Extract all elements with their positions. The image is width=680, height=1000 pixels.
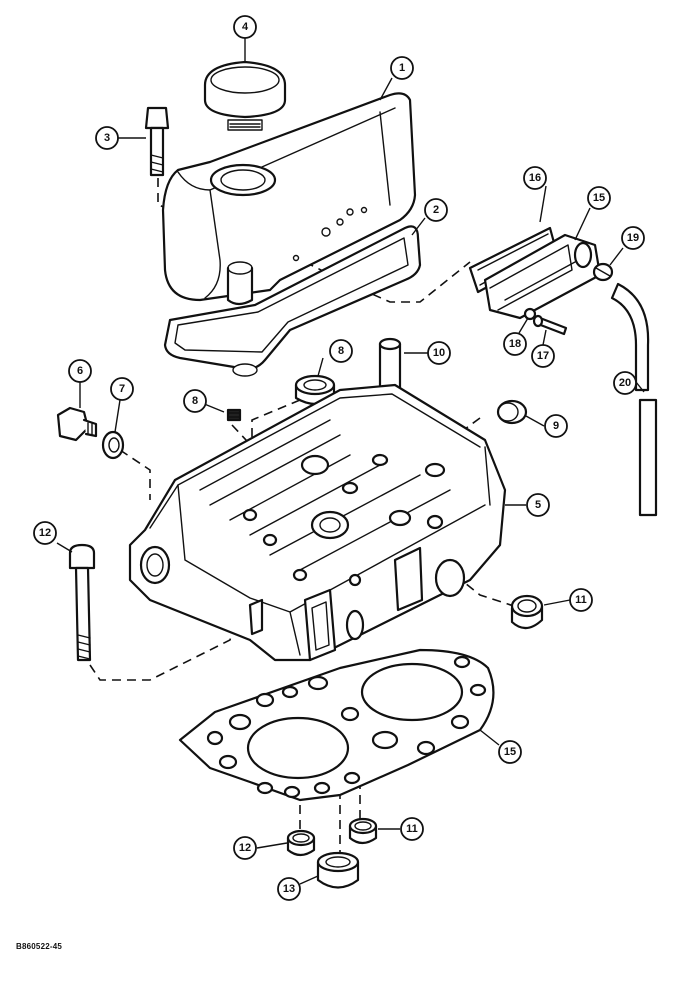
callout-17: 16 (523, 166, 547, 190)
valve-cover-gasket (163, 225, 422, 377)
svg-text:13: 13 (283, 883, 295, 895)
callout-5: 5 (526, 493, 550, 517)
svg-text:2: 2 (433, 204, 439, 216)
callout-14: 12 (33, 521, 57, 545)
callout-7: 7 (110, 377, 134, 401)
callout-18: 17 (531, 344, 555, 368)
svg-text:17: 17 (537, 350, 549, 362)
callout-3: 3 (95, 126, 119, 150)
callout-19: 18 (503, 332, 527, 356)
valve-cover (161, 92, 417, 306)
svg-text:7: 7 (119, 383, 125, 395)
oil-filler-cap (203, 60, 287, 131)
svg-text:15: 15 (593, 192, 605, 204)
svg-text:1: 1 (399, 62, 405, 74)
callout-9: 9 (544, 414, 568, 438)
callout-8-top: 8 (329, 339, 353, 363)
callout-2: 2 (424, 198, 448, 222)
callout-21: 20 (613, 371, 637, 395)
side-cover-screw (523, 307, 568, 336)
side-cover (483, 233, 602, 320)
svg-text:12: 12 (239, 842, 251, 854)
svg-text:9: 9 (553, 420, 559, 432)
svg-text:11: 11 (406, 823, 418, 835)
lower-seal-ring-11 (348, 817, 378, 845)
svg-text:20: 20 (619, 377, 631, 389)
cylinder-head-bolt (68, 543, 96, 662)
callout-20: 19 (621, 226, 645, 250)
svg-text:3: 3 (104, 132, 110, 144)
callout-16: 15 (587, 186, 611, 210)
callout-1: 1 (390, 56, 414, 80)
svg-text:10: 10 (433, 347, 445, 359)
callout-11-bottom: 11 (400, 817, 424, 841)
svg-text:6: 6 (77, 365, 83, 377)
svg-text:8: 8 (192, 395, 198, 407)
callout-12: 12 (233, 836, 257, 860)
combustion-sleeve (510, 594, 544, 630)
callout-10: 10 (427, 341, 451, 365)
svg-text:4: 4 (242, 21, 249, 33)
svg-text:19: 19 (627, 232, 639, 244)
lower-sleeve-13 (316, 851, 360, 889)
svg-text:12: 12 (39, 527, 51, 539)
callout-15: 15 (498, 740, 522, 764)
expansion-plug (496, 399, 528, 425)
svg-text:15: 15 (504, 746, 516, 758)
drain-plug (56, 406, 98, 442)
figure-reference-code: B860522-45 (16, 942, 63, 951)
callout-4: 4 (233, 15, 257, 39)
valve-cover-bolt (144, 106, 170, 177)
callout-8-left: 8 (183, 389, 207, 413)
hose-clamp (592, 262, 614, 282)
svg-text:8: 8 (338, 345, 344, 357)
callout-11-right: 11 (569, 588, 593, 612)
cylinder-head (128, 383, 507, 662)
svg-text:16: 16 (529, 172, 541, 184)
lower-seal-ring-12 (286, 829, 316, 857)
callout-13: 13 (277, 877, 301, 901)
svg-text:5: 5 (535, 499, 541, 511)
svg-text:11: 11 (575, 594, 587, 606)
breather-hose (610, 282, 658, 517)
sealing-washer (101, 430, 125, 460)
svg-text:18: 18 (509, 338, 521, 350)
cylinder-head-gasket (178, 648, 495, 802)
set-screw (226, 408, 242, 422)
callout-6: 6 (68, 359, 92, 383)
